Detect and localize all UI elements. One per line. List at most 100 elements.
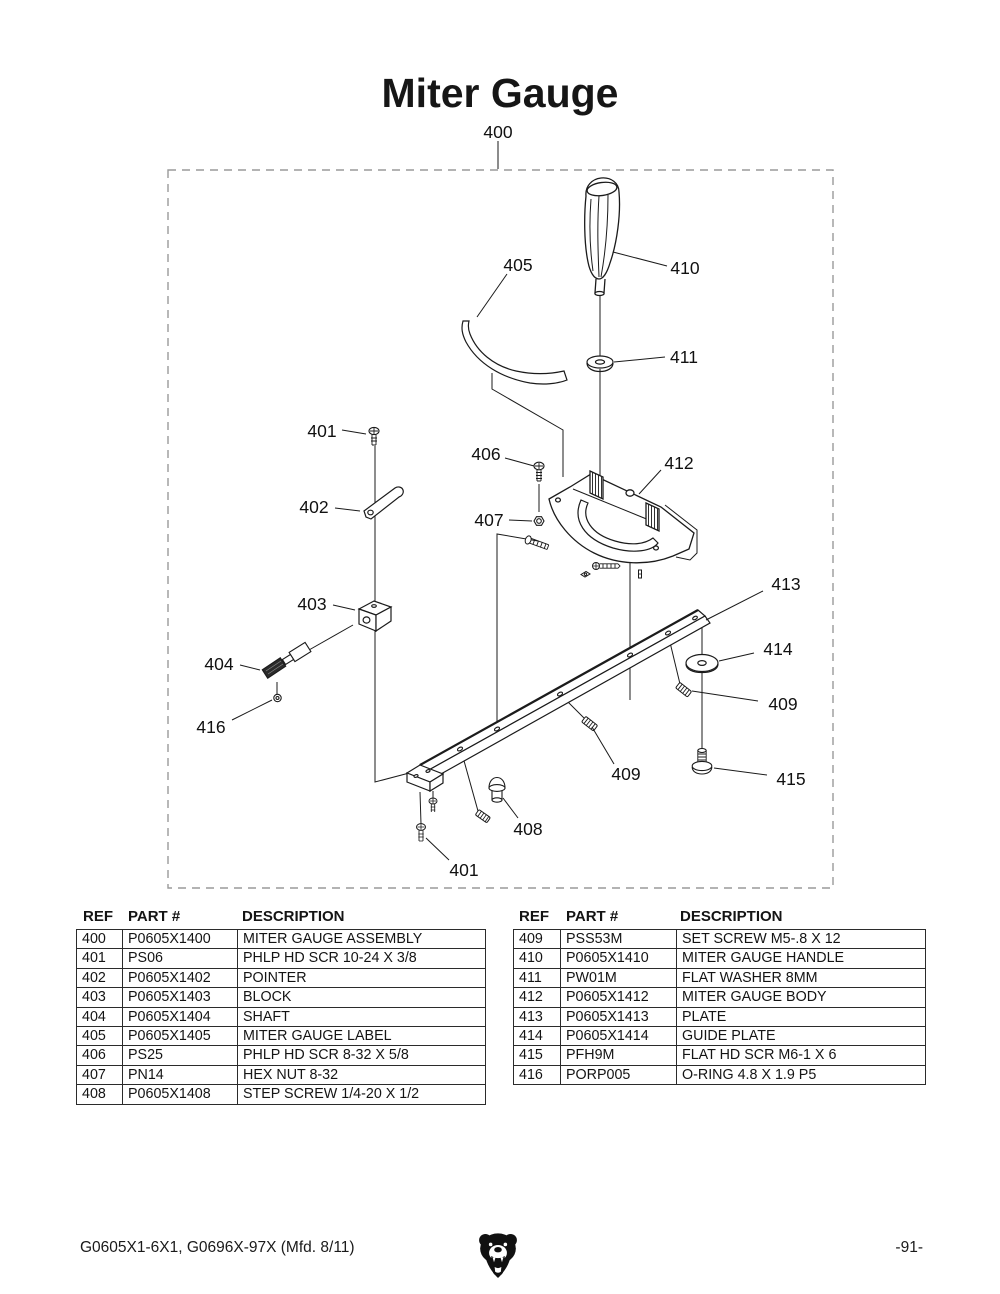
table-cell: PN14 [122,1064,238,1086]
callout-ref-407-8: 407 [474,510,503,530]
leader-line-408 [502,797,519,819]
table-cell: SET SCREW M5-.8 X 12 [676,928,926,950]
part-threaded-pin [475,809,491,823]
part-413-bar-plate [405,609,711,793]
column-header: DESCRIPTION [242,908,345,925]
footer-page-number: -91- [895,1239,923,1256]
callout-ref-408-17: 408 [513,819,542,839]
part-407-hex-nut [533,516,545,526]
leader-line-409 [591,726,615,765]
table-cell: P0605X1403 [122,987,238,1008]
callout-ref-404-11: 404 [204,654,233,674]
page-title: Miter Gauge [381,70,619,116]
column-header: REF [83,908,113,925]
table-cell: PW01M [560,967,677,989]
part-401-screw-bottom [416,823,426,842]
table-cell: 413 [513,1006,561,1027]
table-cell: PHLP HD SCR 10-24 X 3/8 [237,948,486,969]
table-cell: PFH9M [560,1045,677,1066]
leader-line-401 [425,837,450,861]
callout-ref-401-18: 401 [449,860,478,880]
leader-line-410 [612,251,668,267]
table-cell: O-RING 4.8 X 1.9 P5 [676,1064,926,1086]
assembly-dashed-border [167,169,834,889]
callout-ref-409-15: 409 [611,764,640,784]
part-406-screw [533,461,545,482]
part-403-block [357,600,393,633]
table-cell: 407 [76,1064,123,1086]
leader-line-404 [239,664,261,671]
table-cell: 416 [513,1064,561,1086]
table-cell: MITER GAUGE ASSEMBLY [237,928,486,950]
table-cell: POINTER [237,967,486,989]
leader-line-401 [341,429,367,435]
part-415-flat-head-screw [691,747,713,775]
callout-ref-412-6: 412 [664,453,693,473]
table-cell: 415 [513,1045,561,1066]
callout-ref-405-1: 405 [503,255,532,275]
table-cell: HEX NUT 8-32 [237,1064,486,1086]
footer-model-info: G0605X1-6X1, G0696X-97X (Mfd. 8/11) [80,1239,355,1256]
table-cell: PORP005 [560,1064,677,1086]
leader-line-405 [476,273,508,318]
leader-line-416 [231,699,273,721]
table-cell: 414 [513,1025,561,1047]
table-cell: MITER GAUGE BODY [676,987,926,1008]
leader-line-415 [713,767,768,776]
callout-ref-416-14: 416 [196,717,225,737]
callout-ref-403-9: 403 [297,594,326,614]
table-cell: MITER GAUGE HANDLE [676,948,926,969]
table-cell: P0605X1408 [122,1084,238,1105]
table-cell: P0605X1402 [122,967,238,989]
table-cell: P0605X1410 [560,948,677,969]
table-cell: MITER GAUGE LABEL [237,1025,486,1047]
table-cell: BLOCK [237,987,486,1008]
table-cell: 402 [76,967,123,989]
part-small-screw-mid [428,797,438,812]
part-410-handle [584,177,621,297]
table-cell: P0605X1404 [122,1006,238,1027]
callout-ref-400-0: 400 [483,122,512,142]
table-cell: STEP SCREW 1/4-20 X 1/2 [237,1084,486,1105]
table-cell: P0605X1405 [122,1025,238,1047]
table-cell: P0605X1400 [122,928,238,950]
table-cell: P0605X1414 [560,1025,677,1047]
part-phillips-screw-body [524,535,550,550]
table-cell: FLAT HD SCR M6-1 X 6 [676,1045,926,1066]
leader-line-407 [508,519,533,522]
part-404-shaft [261,641,312,679]
table-cell: PS25 [122,1045,238,1066]
table-cell: P0605X1413 [560,1006,677,1027]
table-cell: 401 [76,948,123,969]
callout-ref-414-12: 414 [763,639,792,659]
part-412-gauge-body [548,469,698,564]
part-408-step-screw [488,776,506,803]
table-cell: 408 [76,1084,123,1105]
table-cell: SHAFT [237,1006,486,1027]
table-cell: 411 [513,967,561,989]
table-cell: 403 [76,987,123,1008]
part-416-o-ring [273,693,282,703]
table-cell: GUIDE PLATE [676,1025,926,1047]
table-cell: FLAT WASHER 8MM [676,967,926,989]
table-cell: 412 [513,987,561,1008]
callout-ref-401-4: 401 [307,421,336,441]
column-header: PART # [566,908,619,925]
table-cell: PSS53M [560,928,677,950]
